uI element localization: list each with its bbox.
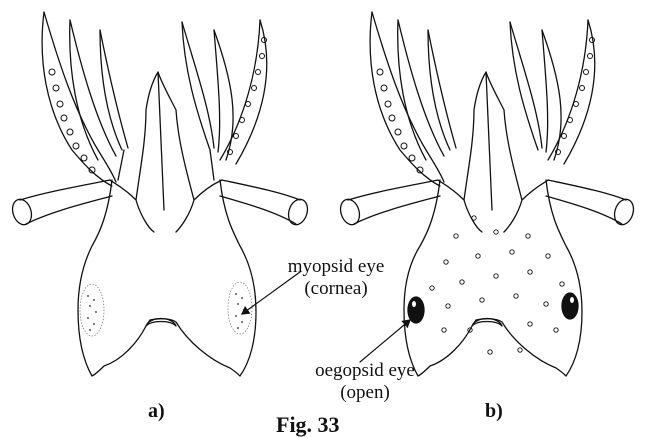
squid-b-arms <box>370 12 595 186</box>
squid-a-body <box>78 180 256 376</box>
squid-a-arms <box>42 12 267 186</box>
squid-b-eye-left <box>408 297 424 323</box>
oegopsid-eye-label-line1: oegopsid eye <box>300 360 430 382</box>
oegopsid-eye-label-line2: (open) <box>300 382 430 404</box>
squid-a-eye-left <box>80 284 104 336</box>
squid-a-eye-right <box>228 282 252 334</box>
squid-b-spots <box>430 216 564 354</box>
panel-b-label: b) <box>485 400 503 423</box>
figure-label: Fig. 33 <box>276 412 340 438</box>
myopsid-eye-label-line1: myopsid eye <box>276 256 396 278</box>
squid-a-tentacle-right <box>220 180 311 227</box>
squid-a-tentacle-left <box>9 180 112 227</box>
squid-b-tentacle-right <box>546 180 637 227</box>
oegopsid-arrow <box>360 320 410 362</box>
myopsid-eye-label-line2: (cornea) <box>276 278 396 300</box>
squid-b <box>337 12 636 376</box>
myopsid-eye-label: myopsid eye (cornea) <box>276 256 396 300</box>
squid-b-eye-right <box>562 293 578 319</box>
squid-b-body <box>404 180 582 376</box>
squid-a-central-arms <box>110 72 222 232</box>
squid-a <box>9 12 310 376</box>
panel-a-label: a) <box>148 400 165 423</box>
squid-b-tentacle-left <box>337 180 440 227</box>
oegopsid-eye-label: oegopsid eye (open) <box>300 360 430 404</box>
